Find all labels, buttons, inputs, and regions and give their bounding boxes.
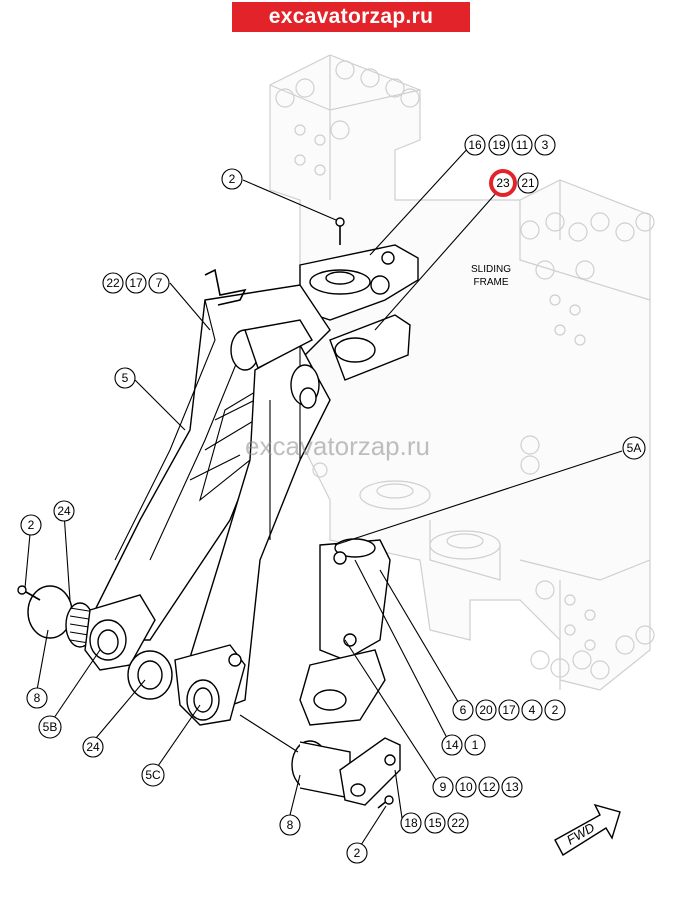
callout-19: 19 <box>492 138 506 152</box>
callout-4: 4 <box>529 703 536 717</box>
callout-group-highlight: 23 21 <box>489 169 539 197</box>
watermark: excavatorzap.ru <box>245 431 430 461</box>
callout-11: 11 <box>516 138 529 152</box>
callout-15: 15 <box>428 816 442 830</box>
callout-6: 6 <box>460 703 467 717</box>
callout-8-left: 8 <box>34 691 41 705</box>
callout-14: 14 <box>445 738 459 752</box>
bottom-shaft-assembly <box>291 737 401 809</box>
callout-23: 23 <box>496 176 510 190</box>
callout-10: 10 <box>459 780 473 794</box>
frame-label-line2: FRAME <box>474 277 509 288</box>
sliding-frame <box>269 54 655 691</box>
callout-5b: 5B <box>43 720 58 734</box>
callout-18: 18 <box>404 816 418 830</box>
callout-2-top: 2 <box>229 172 236 186</box>
callouts: 16 19 11 3 23 21 2 22 17 7 5 2 24 8 5B 2… <box>20 134 646 864</box>
callout-1: 1 <box>472 738 479 752</box>
frame-label-line1: SLIDING <box>471 264 511 275</box>
bolts <box>17 217 345 601</box>
callout-group-bottom: 18 15 22 <box>400 812 469 834</box>
fwd-arrow: FWD <box>554 803 621 856</box>
banner-text: excavatorzap.ru <box>268 5 434 28</box>
site-banner: excavatorzap.ru <box>232 2 470 32</box>
callout-group-right-row2: 14 1 <box>441 734 486 756</box>
highlight-ring <box>489 169 517 197</box>
callout-5c: 5C <box>145 768 161 782</box>
callout-8-bottom: 8 <box>287 818 294 832</box>
callout-group-right-row1: 6 20 17 4 2 <box>452 699 566 721</box>
callout-22-bottom: 22 <box>451 816 465 830</box>
callout-3: 3 <box>542 138 549 152</box>
callout-group-top-right: 16 19 11 3 <box>464 134 556 156</box>
callout-12: 12 <box>482 780 496 794</box>
callout-5: 5 <box>122 371 129 385</box>
leader-lines <box>24 145 623 846</box>
callout-16: 16 <box>468 138 482 152</box>
callout-2-bottom: 2 <box>354 846 361 860</box>
callout-13: 13 <box>505 780 519 794</box>
callout-24-center: 24 <box>86 740 100 754</box>
callout-group-upper-left: 22 17 7 <box>102 272 170 294</box>
callout-17-right: 17 <box>502 703 516 717</box>
callout-9: 9 <box>440 780 447 794</box>
link-assembly <box>27 244 419 726</box>
callout-20: 20 <box>479 703 493 717</box>
callout-22: 22 <box>106 276 120 290</box>
callout-21: 21 <box>521 176 535 190</box>
callout-17: 17 <box>129 276 143 290</box>
callout-2-left: 2 <box>28 518 35 532</box>
callout-group-right-row3: 9 10 12 13 <box>432 776 523 798</box>
callout-7: 7 <box>156 276 163 290</box>
callout-2-right: 2 <box>552 703 559 717</box>
callout-5a: 5A <box>627 441 642 455</box>
callout-24-left: 24 <box>57 504 71 518</box>
